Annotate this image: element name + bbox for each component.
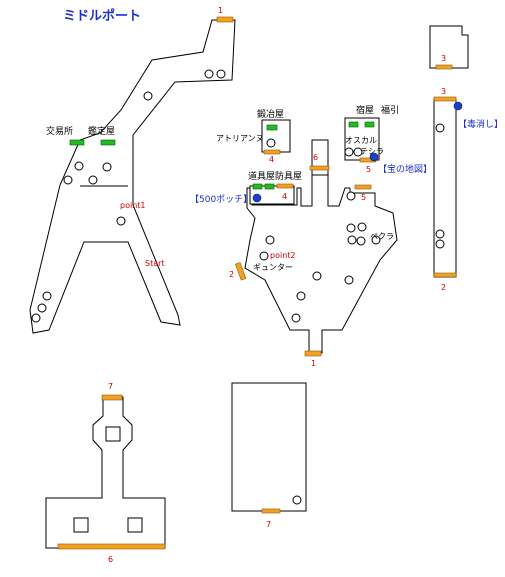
npc-dot[interactable]: [291, 313, 301, 323]
npc-dot[interactable]: [63, 175, 73, 185]
door-6-top-label: 6: [313, 153, 318, 162]
npc-dot[interactable]: [116, 216, 126, 226]
building-7-6: [45, 396, 166, 549]
npc-dot[interactable]: [357, 222, 367, 232]
trade-counter[interactable]: [69, 139, 85, 146]
npc-dot[interactable]: [266, 138, 276, 148]
door-5-inn-label: 5: [366, 165, 371, 174]
pillar: [105, 426, 121, 442]
npc-dot[interactable]: [216, 69, 226, 79]
npc-dot[interactable]: [371, 235, 381, 245]
start-label: Start: [145, 259, 165, 268]
npc-dot[interactable]: [346, 191, 356, 201]
npc-dot[interactable]: [42, 291, 52, 301]
pera-label: ペクラ: [370, 232, 394, 241]
tool-counter[interactable]: [252, 183, 263, 190]
door-3-house[interactable]: [435, 64, 453, 70]
treasure-map-icon[interactable]: [369, 152, 379, 162]
door-6-bottom[interactable]: [57, 543, 166, 550]
door-4-smith-label: 4: [269, 155, 274, 164]
npc-dot[interactable]: [265, 235, 275, 245]
door-7-bottom-label: 7: [266, 520, 271, 529]
door-7-top-label: 7: [108, 382, 113, 391]
house-3: [429, 25, 469, 69]
door-1-plaza-label: 1: [311, 359, 316, 368]
tool-counter-2[interactable]: [264, 183, 275, 190]
door-2-plaza[interactable]: [234, 262, 247, 281]
npc-dot[interactable]: [435, 123, 445, 133]
teshira-label: テシラ: [360, 147, 384, 156]
treasure-500-icon[interactable]: [252, 193, 262, 203]
door-2-corridor-label: 2: [441, 283, 446, 292]
npc-dot[interactable]: [347, 235, 357, 245]
door-7-top[interactable]: [101, 394, 123, 401]
tool-label: 道具屋: [248, 170, 275, 182]
pillar: [73, 517, 89, 533]
door-5-plaza[interactable]: [354, 184, 372, 190]
npc-dot[interactable]: [353, 147, 363, 157]
npc-dot[interactable]: [296, 291, 306, 301]
npc-dot[interactable]: [88, 175, 98, 185]
npc-dot[interactable]: [102, 162, 112, 172]
inn-counter[interactable]: [348, 121, 359, 128]
building-7: [231, 382, 307, 512]
point2-label: point2: [270, 251, 296, 260]
door-6-bottom-label: 6: [108, 555, 113, 564]
pillar: [127, 517, 143, 533]
door-3-corridor[interactable]: [433, 96, 457, 102]
treasure-500-label: 【500ポッチ】: [190, 194, 252, 205]
door-4-armor-label: 4: [282, 192, 287, 201]
door-6-top[interactable]: [309, 165, 330, 171]
npc-dot[interactable]: [356, 236, 366, 246]
trade-label: 交易所: [46, 125, 73, 137]
npc-dot[interactable]: [435, 239, 445, 249]
antidote-label: 【毒消し】: [458, 118, 503, 130]
npc-dot[interactable]: [292, 495, 302, 505]
door-1-top[interactable]: [216, 16, 234, 23]
point1-label: point1: [120, 201, 146, 210]
lottery-counter[interactable]: [364, 121, 375, 128]
npc-dot[interactable]: [31, 313, 41, 323]
appraise-counter[interactable]: [100, 139, 116, 146]
appraise-label: 鑑定屋: [88, 125, 115, 137]
door-2-corridor[interactable]: [433, 272, 457, 278]
treasure-map-label: 【宝の地図】: [378, 163, 432, 175]
npc-dot[interactable]: [259, 251, 269, 261]
npc-dot[interactable]: [312, 271, 322, 281]
npc-dot[interactable]: [346, 223, 356, 233]
inn-label: 宿屋: [356, 104, 374, 116]
gyunter-label: ギュンター: [253, 263, 293, 272]
door-3-corridor-label: 3: [441, 87, 446, 96]
smith-counter[interactable]: [266, 124, 278, 131]
map-title: ミドルポート: [63, 8, 141, 24]
door-4-armor[interactable]: [276, 183, 294, 189]
npc-dot[interactable]: [435, 229, 445, 239]
npc-dot[interactable]: [143, 91, 153, 101]
smith-label: 鍛冶屋: [257, 108, 284, 120]
door-3-house-label: 3: [441, 54, 446, 63]
door-4-smith[interactable]: [263, 149, 281, 155]
npc-dot[interactable]: [344, 275, 354, 285]
atolyantu-label: アトリアンヌ: [216, 134, 264, 143]
plaza-area: [244, 169, 398, 354]
door-5-plaza-label: 5: [361, 193, 366, 202]
armor-label: 防具屋: [275, 170, 302, 182]
door-1-top-label: 1: [218, 6, 223, 15]
npc-dot[interactable]: [344, 147, 354, 157]
npc-dot[interactable]: [74, 161, 84, 171]
lottery-label: 福引: [381, 104, 399, 116]
antidote-icon[interactable]: [453, 101, 463, 111]
door-7-bottom[interactable]: [261, 508, 281, 514]
npc-dot[interactable]: [37, 303, 47, 313]
door-1-plaza[interactable]: [304, 350, 322, 357]
door-2-plaza-label: 2: [229, 270, 234, 279]
main-street-area: [29, 19, 236, 334]
npc-dot[interactable]: [204, 69, 214, 79]
oscar-label: オスカル: [345, 136, 377, 145]
